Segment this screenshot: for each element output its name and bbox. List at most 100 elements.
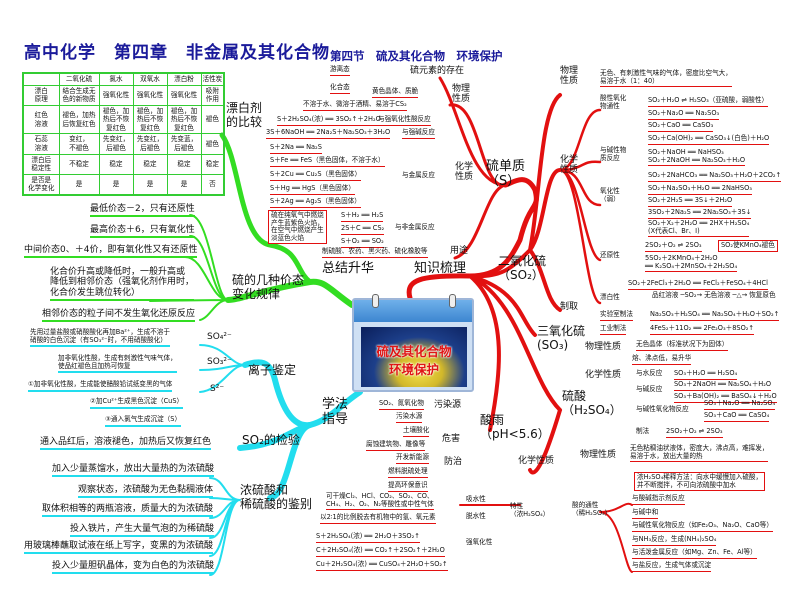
sulfur-use-label: 用途: [450, 246, 469, 256]
table-cell: 褪色，加热 后恢复红色: [58, 104, 100, 135]
harm-item: 污染水源: [396, 412, 423, 423]
equation: SO₂＋Ca(OH)₂ ══ CaSO₃↓(白色)＋H₂O: [648, 134, 770, 145]
table-cell: 强氧化性: [98, 84, 134, 106]
equation: SO₃＋CaO ══ CaSO₄: [704, 411, 770, 422]
table-row: 石蕊 溶液变红， 不褪色先变红， 后褪色先变红， 后褪色先变蓝， 后褪色褪色: [22, 133, 225, 155]
table-header: 二氧化硫: [58, 72, 100, 86]
sulfur-existence: 硫元素的存在: [410, 66, 465, 76]
prevention-item: 开发新能源: [396, 453, 429, 464]
table-cell: 先变蓝， 后褪色: [166, 133, 202, 155]
table-cell: 稳定: [132, 153, 168, 175]
equation: SO₂＋2NaHCO₃ ══ Na₂SO₃＋H₂O＋2CO₂↑: [648, 171, 782, 182]
harm-item: 土壤酸化: [403, 426, 430, 437]
table-cell: 是否是 化学变化: [22, 173, 60, 196]
acid-property: 与碱中和: [632, 508, 659, 519]
table-cell: 红色 溶液: [22, 104, 60, 135]
so3-label: 三氧化硫 (SO₃): [537, 324, 586, 352]
h2so4-chem-label: 化学性质: [518, 456, 555, 466]
sulfide-test: ①加非氧化性酸，生成能使醋酸铅试纸变黑的气体: [28, 380, 173, 392]
branch-summary: 总结升华: [322, 261, 375, 276]
valence-item: 相邻价态的粒子间不发生氧化还原反应: [42, 309, 196, 323]
equation: Cu＋2H₂SO₄(浓) ══ CuSO₄＋2H₂O＋SO₂↑: [316, 560, 448, 571]
table-cell: 变红， 不褪色: [58, 133, 100, 155]
sulfur-label: 硫单质 （S）: [486, 159, 526, 189]
acid-identify-item: 观察状态，浓硫酸为无色黏稠液体: [78, 485, 214, 499]
sulfate-test: 先用过量盐酸或硝酸酸化再加Ba²⁺，生成不溶于 硝酸的白色沉淀（有SO₃²⁻时，…: [30, 328, 170, 348]
prevention-label: 防治: [444, 457, 463, 467]
sulfur-phys-item: 黄色晶体、质脆: [372, 87, 419, 98]
acid-identify-item: 投入铁片，产生大量气泡的为稀硫酸: [70, 524, 215, 538]
equation: SO₃＋Ba(OH)₂ ══ BaSO₄↓＋H₂O: [674, 392, 777, 403]
acid-oxide-label: 酸性氧化 物通性: [600, 94, 627, 110]
acid-rain-label: 酸雨 （pH<5.6）: [480, 413, 550, 441]
table-cell: 强氧化性: [166, 84, 202, 106]
table-cell: 漂白 原理: [22, 84, 60, 106]
so3-phys-label: 物理性质: [585, 342, 622, 352]
equation: Na₂SO₃＋H₂SO₄ ══ Na₂SO₄＋H₂O＋SO₂↑: [650, 310, 780, 321]
free-state: 游离态: [330, 65, 350, 76]
sulfide-test: ③通入氯气生成沉淀（S）: [105, 415, 182, 427]
acid-property: 与NH₃反应，生成(NH₄)₂SO₄: [632, 535, 717, 546]
harm-item: 腐蚀建筑物、雕像等: [366, 440, 426, 451]
h2so4-phys-text: 无色粘稠油状液体，密度大，沸点高，难挥发， 易溶于水，放出大量的热: [630, 444, 769, 463]
table-header-row: 二氧化硫 氯水 双氧水 漂白粉 活性炭: [22, 72, 225, 86]
bleach-comparison-label: 漂白剂 的比较: [226, 101, 263, 129]
table-header: 氯水: [98, 72, 134, 86]
table-row: 漂白 原理结合生成无 色的新物质强氧化性强氧化性强氧化性吸附 作用: [22, 84, 225, 106]
bleach-text: 品红溶液 ─SO₂→ 无色溶液 ─△→ 恢复原色: [652, 291, 776, 299]
so2-label: 二氧化硫 （SO₂）: [498, 254, 547, 282]
h2so4-phys-label: 物理性质: [580, 450, 617, 460]
table-cell: 是: [98, 173, 134, 196]
table-header: 漂白粉: [166, 72, 202, 86]
acid-identify-item: 用玻璃棒蘸取试液在纸上写字，变黑的为浓硫酸: [24, 541, 214, 555]
bleach-label: 漂白性: [600, 293, 620, 301]
sulfur-phys-label: 物理 性质: [452, 84, 471, 105]
table-header: [22, 72, 60, 86]
valence-item: 最低价态－2，只有还原性: [90, 204, 195, 218]
special-label: 特性 （浓H₂SO₄）: [510, 502, 550, 518]
table-cell: 是: [166, 173, 202, 196]
so2-phys-label: 物理 性质: [560, 66, 579, 87]
table-row: 是否是 化学变化是是是是否: [22, 173, 225, 196]
reaction-type: 与碱性氧化物反应: [636, 405, 689, 413]
acid-property: 与盐反应，生成气体或沉淀: [632, 561, 712, 572]
sulfide-test: ②加Cu²⁺生成黑色沉淀（CuS）: [90, 397, 184, 409]
base-react-label: 与碱性物 质反应: [600, 146, 627, 162]
lab-prep-label: 实验室制法: [600, 310, 633, 321]
valence-item: 中间价态0、＋4价，即有氧化性又有还原性: [24, 245, 198, 259]
industrial-prep-label: 工业制法: [600, 324, 627, 335]
center-topic-card: 硫及其化合物 环境保护: [352, 294, 474, 392]
table-cell: 褪色，加 热后不恢 复红色: [166, 104, 202, 135]
table-cell: 褪色: [200, 104, 225, 135]
so2-test-text: 通入品红后，溶液褪色，加热后又恢复红色: [40, 437, 212, 451]
table-cell: 不稳定: [58, 153, 100, 175]
acid-property: 与活泼金属反应（如Mg、Zn、Fe、Al等）: [632, 548, 757, 559]
so2-prep-label: 制取: [560, 302, 579, 312]
table-cell: 稳定: [200, 153, 225, 175]
reducing-label: 还原性: [600, 251, 620, 259]
calendar-ring-icon: [449, 294, 456, 308]
reaction-type: 与水反应: [636, 369, 663, 377]
table-row: 红色 溶液褪色，加热 后恢复红色褪色，加 热后不恢 复红色褪色，加 热后不恢 复…: [22, 104, 225, 135]
acid-identify-item: 投入少量胆矾晶体，变为白色的为浓硫酸: [52, 561, 215, 575]
dilution-note: 浓H₂SO₄稀释方法：向水中缓慢加入硫酸， 并不断搅拌，不可向浓硫酸中加水: [634, 472, 766, 492]
sulfur-image: 硫及其化合物 环境保护: [361, 327, 467, 387]
reaction-type: 与金属反应: [402, 171, 435, 179]
equation: SO₂＋2FeCl₃＋2H₂O ══ FeCl₂＋FeSO₄＋4HCl: [628, 279, 768, 290]
absorb-label: 吸水性: [466, 495, 486, 503]
equation: 2SO₂＋O₂ ⇌ 2SO₃: [645, 241, 702, 252]
calendar-header: [354, 300, 472, 322]
table-cell: 结合生成无 色的新物质: [58, 84, 100, 106]
equation: S＋2H₂SO₄(浓) ══ 3SO₂↑＋2H₂O: [277, 115, 381, 126]
equation: SO₂＋2H₂S ══ 3S↓＋2H₂O: [648, 196, 733, 207]
acid-property: 与酸碱指示剂反应: [632, 494, 685, 505]
equation: 2S＋C ══ CS₂: [341, 224, 385, 235]
equation: SO₂＋H₂O ⇌ H₂SO₃（亚硫酸，弱酸性）: [648, 96, 769, 107]
absorb-text: 可干燥Cl₂、HCl、CO₂、SO₂、CO、 CH₄、H₂、O₂、N₂等酸性或中…: [326, 492, 434, 511]
sulfur-phys-item: 不溶于水、微溶于酒精、易溶于CS₂: [303, 100, 407, 111]
page-title: 高中化学 第四章 非金属及其化合物: [24, 43, 330, 63]
prevention-item: 提高环保意识: [388, 481, 428, 492]
equation: S＋2Cu ══ Cu₂S（黑色固体）: [270, 170, 362, 181]
equation: 4FeS₂＋11O₂ ══ 2Fe₂O₃＋8SO₂↑: [650, 324, 754, 335]
reaction-type: 与非金属反应: [395, 223, 435, 231]
